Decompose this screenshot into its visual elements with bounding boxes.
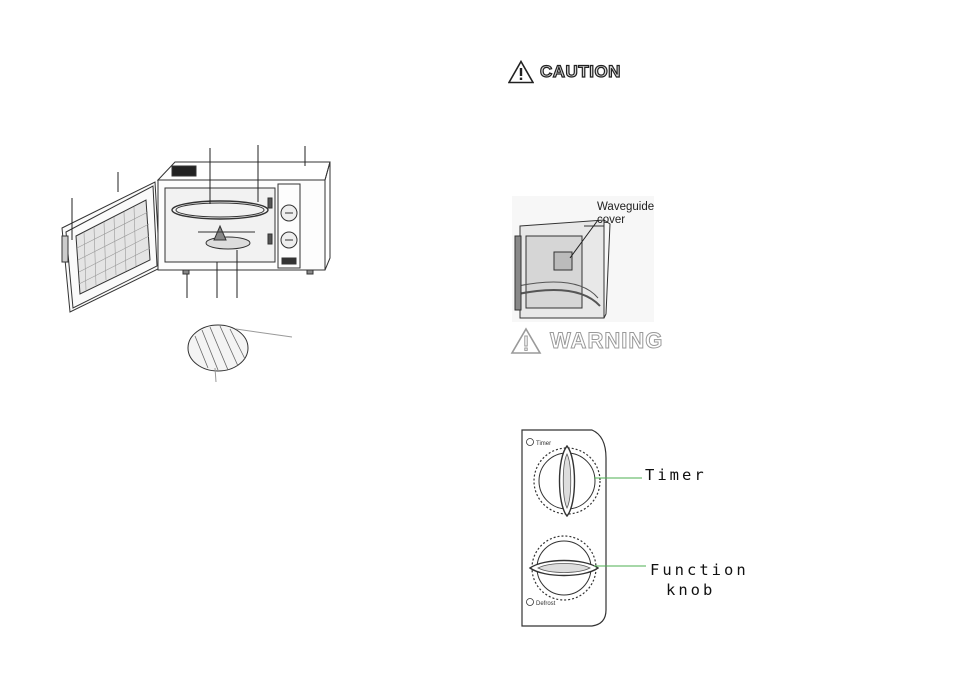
timer-label: Timer: [645, 466, 707, 484]
warning-label: WARNING: [549, 328, 664, 354]
caution-triangle-icon: [508, 60, 534, 84]
control-panel: Timer Defrost: [521, 429, 607, 627]
function-dial-text: Defrost: [536, 601, 556, 607]
function-dial: Defrost: [526, 535, 600, 607]
waveguide-photo: [512, 196, 654, 322]
oven-body: [156, 161, 331, 275]
microwave-diagram: [61, 145, 331, 383]
oven-door: [61, 181, 161, 313]
callout-lines: [71, 145, 306, 298]
waveguide-label: Waveguide cover: [597, 201, 654, 227]
timer-dial: Timer: [526, 438, 601, 518]
warning-heading: WARNING: [510, 326, 663, 356]
timer-dial-text: Timer: [536, 441, 551, 447]
function-knob-label-line1: Function: [650, 561, 749, 579]
warning-triangle-icon: [510, 327, 542, 354]
function-knob-label-line2: knob: [666, 581, 716, 599]
roller-ring-detail: [187, 324, 293, 383]
panel-callout-lines: [594, 477, 646, 567]
caution-heading: CAUTION: [508, 58, 621, 86]
waveguide-label-line2: cover: [597, 214, 626, 226]
waveguide-label-line1: Waveguide: [597, 201, 655, 213]
caution-label: CAUTION: [539, 61, 621, 81]
function-knob-label: Function knob: [650, 560, 749, 600]
